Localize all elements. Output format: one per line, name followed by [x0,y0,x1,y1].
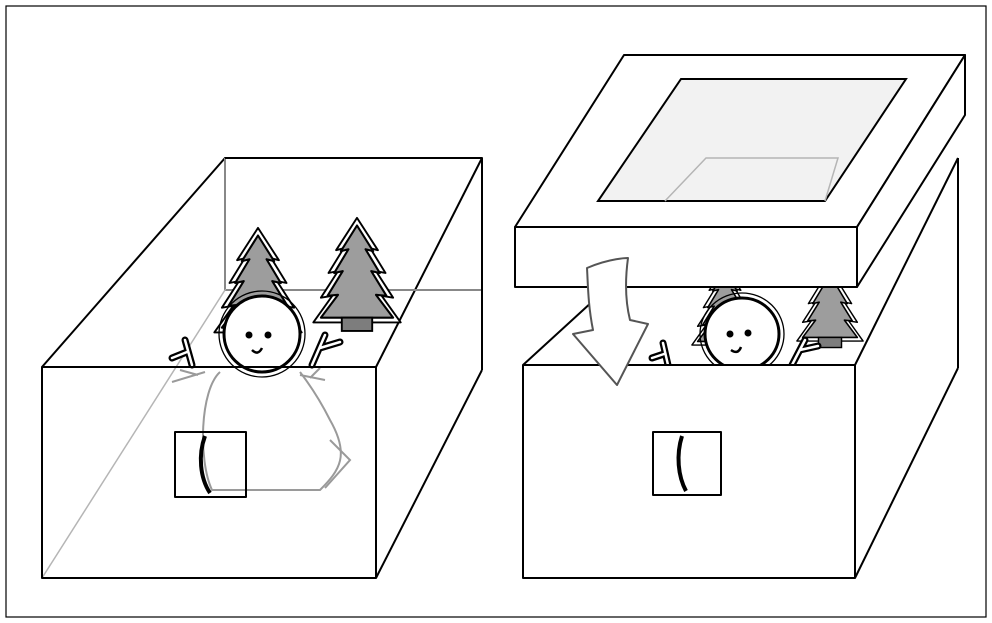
box-front-face [523,365,855,578]
